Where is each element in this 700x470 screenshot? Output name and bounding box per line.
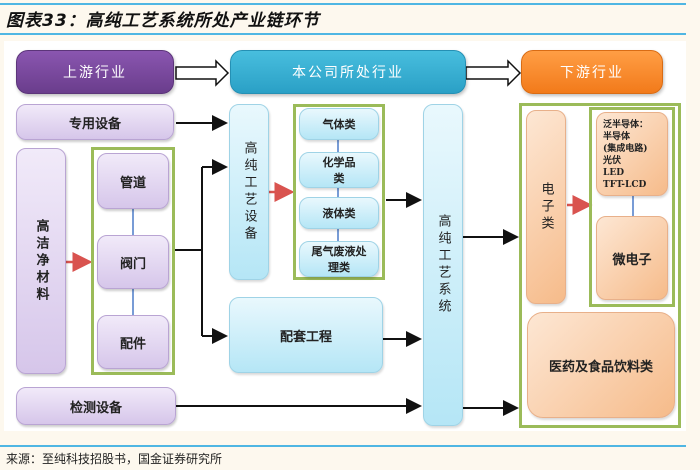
semi-item: 半导体	[603, 132, 631, 142]
box-gas: 气体类	[299, 108, 379, 140]
group-equipment-types	[293, 104, 385, 280]
box-special-equipment: 专用设备	[16, 104, 174, 140]
exhaust-label: 尾气废液处理类	[311, 245, 367, 274]
bottom-rule	[0, 445, 686, 447]
box-high-clean-materials: 高洁净材料	[16, 148, 66, 374]
pharma-food-label: 医药及食品饮料类	[548, 359, 653, 375]
semi-item: LED	[603, 168, 624, 178]
high-clean-materials-label: 高洁净材料	[33, 218, 49, 304]
box-pipe: 管道	[97, 153, 169, 209]
process-equipment-label: 高纯工艺设备	[241, 141, 257, 243]
semi-item: TFT-LCD	[603, 180, 647, 190]
microelectronics-label: 微电子	[612, 252, 652, 268]
header-arrow-upstream-to-company	[175, 59, 230, 87]
process-system-label: 高纯工艺系统	[435, 214, 451, 316]
top-rule	[0, 3, 686, 5]
box-pharma-food: 医药及食品饮料类	[527, 312, 675, 418]
box-process-system: 高纯工艺系统	[423, 104, 463, 426]
source-note: 来源：至纯科技招股书，国金证券研究所	[6, 452, 223, 466]
box-exhaust: 尾气废液处理类	[299, 241, 379, 277]
header-downstream-label: 下游行业	[560, 65, 624, 81]
special-equipment-label: 专用设备	[68, 116, 121, 132]
header-company: 本公司所处行业	[230, 50, 466, 94]
box-valve: 阀门	[97, 235, 169, 289]
fitting-label: 配件	[119, 336, 146, 352]
box-semiconductor-list: 泛半导体： 半导体 (集成电路) 光伏 LED TFT-LCD	[596, 112, 668, 196]
header-upstream-label: 上游行业	[63, 65, 127, 81]
header-upstream: 上游行业	[16, 50, 174, 94]
box-electronics: 电子类	[526, 110, 566, 304]
box-microelectronics: 微电子	[596, 216, 668, 300]
chemical-label: 化学品类	[322, 156, 356, 185]
valve-label: 阀门	[119, 256, 146, 272]
supporting-engineering-label: 配套工程	[279, 329, 332, 345]
pipe-label: 管道	[119, 175, 146, 191]
testing-equipment-label: 检测设备	[69, 400, 122, 416]
electronics-label: 电子类	[538, 181, 554, 233]
box-chemical: 化学品类	[299, 152, 379, 188]
group-components	[91, 147, 175, 375]
title-rule	[0, 33, 686, 35]
gas-label: 气体类	[322, 118, 356, 131]
header-downstream: 下游行业	[521, 50, 663, 94]
header-company-label: 本公司所处行业	[292, 65, 404, 81]
group-semiconductor	[589, 107, 675, 307]
semi-item: 泛半导体：	[603, 120, 649, 130]
header-arrow-company-to-downstream	[465, 59, 522, 87]
liquid-label: 液体类	[322, 207, 356, 220]
box-supporting-engineering: 配套工程	[229, 297, 383, 373]
box-fitting: 配件	[97, 315, 169, 369]
box-testing-equipment: 检测设备	[16, 387, 176, 425]
semi-item: 光伏	[603, 156, 622, 166]
group-downstream	[519, 103, 681, 428]
figure-title: 图表33：高纯工艺系统所处产业链环节	[6, 11, 320, 31]
box-process-equipment: 高纯工艺设备	[229, 104, 269, 280]
semi-item: (集成电路)	[603, 144, 648, 154]
box-liquid: 液体类	[299, 197, 379, 229]
